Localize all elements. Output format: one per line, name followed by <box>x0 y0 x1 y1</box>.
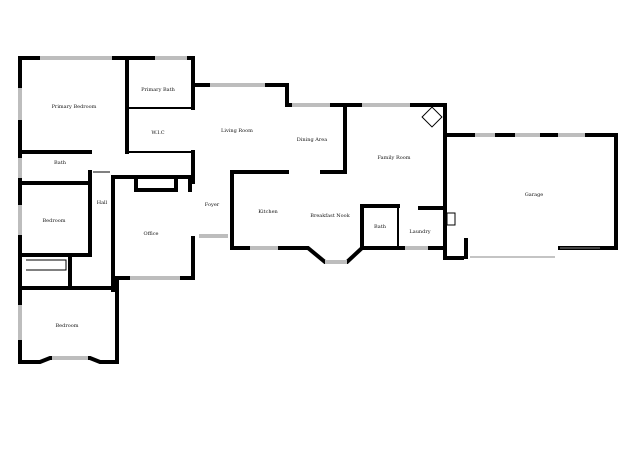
bedroom1-closet <box>26 259 67 271</box>
windows <box>18 56 600 360</box>
room-label-bath-1: Bath <box>54 160 67 166</box>
fireplace-icon <box>421 106 443 128</box>
room-label-breakfast-nook: Breakfast Nook <box>310 213 350 219</box>
room-label-bedroom-2: Bedroom <box>56 323 79 329</box>
room-label-dining-area: Dining Area <box>297 137 327 143</box>
room-label-office: Office <box>143 231 158 237</box>
fixtures <box>26 106 456 271</box>
room-label-bedroom-1: Bedroom <box>43 218 66 224</box>
room-label-laundry: Laundry <box>409 229 430 235</box>
wall-dining-bottom <box>320 103 347 174</box>
wall-office-bottom <box>115 236 195 280</box>
room-label-kitchen: Kitchen <box>258 209 278 215</box>
wall-laundry-bottom <box>443 246 464 260</box>
room-label-hall: Hall <box>97 200 108 206</box>
room-label-bath-2: Bath <box>374 224 387 230</box>
room-label-wic: W.I.C <box>151 130 164 136</box>
room-labels: Primary Bedroom Primary Bath W.I.C Livin… <box>43 87 544 329</box>
room-label-family-room: Family Room <box>378 155 411 161</box>
room-label-garage: Garage <box>525 192 544 198</box>
wall-office-top <box>115 175 192 192</box>
wall-closet-a <box>68 253 92 290</box>
water-heater-icon <box>446 212 456 226</box>
room-label-primary-bedroom: Primary Bedroom <box>52 104 97 110</box>
wall-office-closet <box>134 175 178 192</box>
room-label-primary-bath: Primary Bath <box>141 87 176 93</box>
room-label-foyer: Foyer <box>205 202 220 208</box>
wall-garage-top <box>443 133 618 250</box>
room-label-living-room: Living Room <box>221 128 253 134</box>
wall-living-top <box>191 83 347 107</box>
interior-walls <box>18 56 447 292</box>
